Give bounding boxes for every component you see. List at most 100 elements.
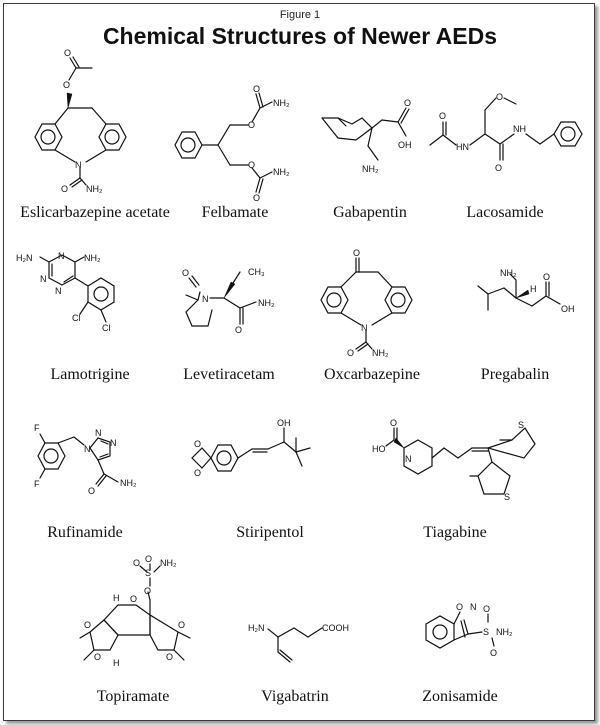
compound-name-felbamate: Felbamate — [201, 204, 269, 221]
atom-n: N — [95, 428, 102, 438]
atom-ho: HO — [372, 444, 386, 454]
atom-cl: Cl — [72, 313, 81, 323]
atom-n: N — [58, 251, 65, 261]
structure-lamotrigine: H₂N NH₂ N N N Cl Cl — [16, 251, 115, 333]
atom-s: S — [518, 420, 524, 430]
atom-nh2: NH₂ — [372, 348, 389, 358]
figure-frame — [3, 3, 595, 721]
atom-o: O — [178, 620, 185, 630]
atom-o: O — [144, 586, 151, 596]
atom-n: N — [84, 444, 91, 454]
atom-o: O — [253, 84, 260, 94]
atom-o: O — [166, 652, 173, 662]
atom-s: S — [145, 568, 151, 578]
atom-cl: Cl — [102, 323, 111, 333]
atom-oh: OH — [398, 140, 412, 150]
atom-o: O — [253, 193, 260, 203]
atom-ch3: CH₃ — [248, 267, 265, 277]
atom-h: H — [113, 658, 120, 668]
structure-pregabalin: NH₂ H O OH — [477, 268, 575, 314]
atom-o: O — [64, 48, 71, 58]
compound-name-levetiracetam: Levetiracetam — [183, 366, 275, 383]
atom-n: N — [405, 454, 412, 464]
atom-o: O — [84, 620, 91, 630]
atom-oh: OH — [561, 304, 575, 314]
compound-name-gabapentin: Gabapentin — [333, 204, 407, 221]
atom-o: O — [483, 604, 490, 614]
atom-o: O — [390, 418, 397, 428]
atom-n: N — [202, 294, 209, 304]
atom-n: N — [470, 602, 477, 612]
atom-h: H — [113, 593, 120, 603]
atom-o: O — [194, 439, 201, 449]
compound-name-vigabatrin: Vigabatrin — [261, 688, 329, 705]
structure-lacosamide: HN O O O NH — [429, 92, 583, 173]
structure-vigabatrin: H₂N COOH — [248, 623, 349, 663]
figure-label: Figure 1 — [279, 9, 321, 21]
atom-nh2: NH₂ — [500, 268, 517, 278]
atom-o: O — [353, 248, 360, 258]
structure-oxcarbazepine: O N O NH₂ — [320, 248, 413, 358]
structure-levetiracetam: O N CH₃ NH₂ O — [182, 267, 275, 335]
structure-felbamate: O O NH₂ O O NH₂ — [174, 84, 290, 203]
atom-o: O — [456, 602, 463, 612]
compound-name-pregabalin: Pregabalin — [480, 366, 550, 383]
atom-o: O — [248, 160, 255, 170]
atom-nh2: NH₂ — [362, 164, 379, 174]
atom-n: N — [40, 274, 47, 284]
atom-nh2: NH₂ — [120, 478, 137, 488]
atom-o: O — [495, 163, 502, 173]
atom-o: O — [130, 594, 137, 604]
atom-h2n: H₂N — [248, 623, 265, 633]
atom-n: N — [110, 438, 117, 448]
atom-o: O — [194, 468, 201, 478]
atom-o: O — [145, 554, 152, 564]
structure-rufinamide: F F N N N O NH₂ — [34, 423, 137, 496]
compound-name-stiripentol: Stiripentol — [236, 524, 304, 541]
atom-nh2: NH₂ — [273, 98, 290, 108]
atom-oh: OH — [277, 418, 291, 428]
compound-name-rufinamide: Rufinamide — [47, 524, 123, 541]
atom-s: S — [504, 492, 510, 502]
structure-zonisamide: O N S O O NH₂ — [425, 602, 513, 658]
atom-o: O — [133, 558, 140, 568]
atom-o: O — [490, 648, 497, 658]
compound-name-eslicarbazepine: Eslicarbazepine acetate — [20, 204, 170, 221]
atom-o: O — [543, 272, 550, 282]
atom-o: O — [496, 92, 503, 102]
structure-tiagabine: N HO O S S — [372, 418, 536, 502]
atom-nh2: NH₂ — [273, 167, 290, 177]
atom-n: N — [55, 286, 62, 296]
compound-name-zonisamide: Zonisamide — [422, 688, 498, 705]
atom-s: S — [483, 627, 489, 637]
atom-f: F — [34, 479, 40, 489]
atom-nh2: NH₂ — [496, 627, 513, 637]
compound-name-lamotrigine: Lamotrigine — [50, 366, 130, 383]
atom-o: O — [347, 348, 354, 358]
structure-gabapentin: O OH NH₂ — [321, 98, 412, 174]
atom-n: N — [75, 160, 82, 170]
atom-nh2: NH₂ — [86, 184, 103, 194]
atom-o: O — [88, 486, 95, 496]
compound-name-lacosamide: Lacosamide — [466, 204, 544, 221]
atom-o: O — [182, 268, 189, 278]
atom-h2n: H₂N — [16, 253, 33, 263]
compound-name-topiramate: Topiramate — [96, 688, 170, 705]
figure-title: Chemical Structures of Newer AEDs — [102, 23, 498, 49]
compound-name-oxcarbazepine: Oxcarbazepine — [324, 366, 420, 383]
atom-o: O — [63, 80, 70, 90]
atom-o: O — [248, 120, 255, 130]
atom-o: O — [404, 98, 411, 108]
atom-f: F — [34, 423, 40, 433]
atom-o: O — [439, 111, 446, 121]
structure-eslicarbazepine: O O N O NH₂ — [34, 48, 127, 194]
atom-o: O — [94, 652, 101, 662]
atom-o: O — [61, 184, 68, 194]
compound-name-tiagabine: Tiagabine — [423, 524, 487, 541]
atom-nh: NH — [513, 124, 526, 134]
atom-cooh: COOH — [322, 623, 349, 633]
atom-hn: HN — [456, 142, 469, 152]
atom-h: H — [530, 284, 537, 294]
atom-n: N — [361, 323, 368, 333]
structure-topiramate: H H O O S O NH₂ O O O O O — [79, 554, 191, 668]
